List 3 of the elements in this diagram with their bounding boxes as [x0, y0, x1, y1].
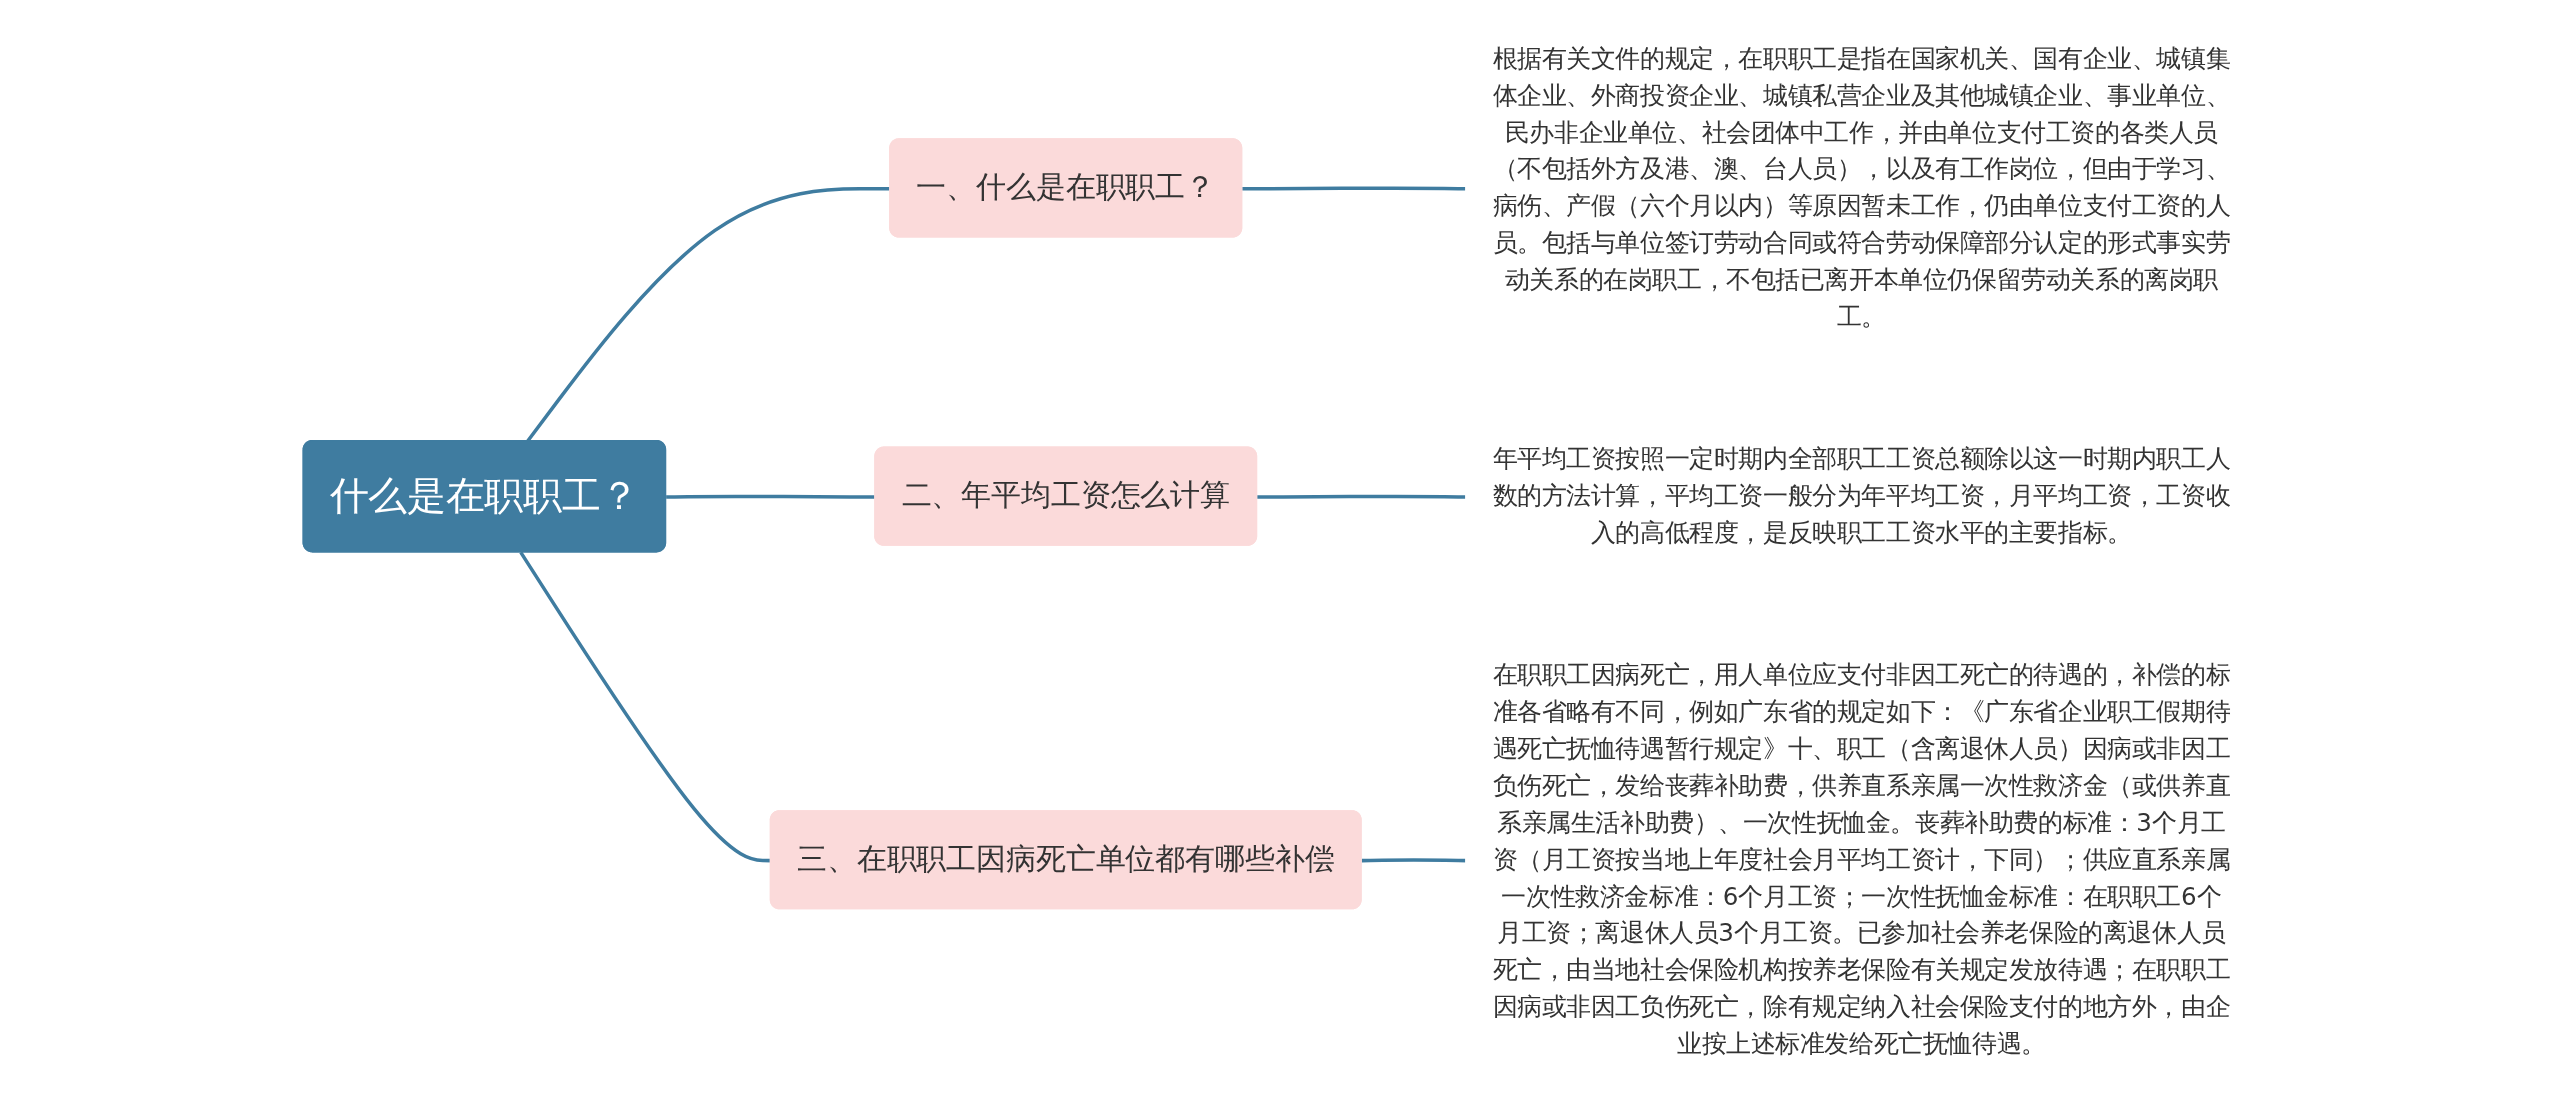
node-text: 在职职工因病死亡，用人单位应支付非因工死亡的待遇的，补偿的标准各省略有不同，例如广东省的规定如下：《广东省企业职工假期待遇死亡抚恤待遇暂行规定》十、职工（含离退休人员）因病或非因工负伤死亡，发给丧葬补助费，供养直系亲属一次性救济金（或供养直系亲属生活补助费）、一次性抚恤金。丧葬补助费的标准：3个月工资（月工资按当地上年度社会月平均工资计，下同）；供应直系亲属一次性救济金标准：6个月工资；一次性抚恤金标准：在职职工6个月工资；离退休人员3个月工资。已参加社会养老保险的离退休人员死亡，由当地社会保险机构按养老保险有关规定发放待遇；在职职工因病或非因工负伤死亡，除有规定纳入社会保险支付的地方外，由企业按上述标准发给死亡抚恤待遇。	[1492, 660, 2231, 1058]
node-text: 年平均工资按照一定时期内全部职工工资总额除以这一时期内职工人数的方法计算，平均工资一般分为年平均工资，月平均工资，工资收入的高低程度，是反映职工工资水平的主要指标。	[1492, 444, 2231, 547]
node-text: 根据有关文件的规定，在职职工是指在国家机关、国有企业、城镇集体企业、外商投资企业、城镇私营企业及其他城镇企业、事业单位、民办非企业单位、社会团体中工作，并由单位支付工资的各类人员（不包括外方及港、澳、台人员），以及有工作岗位，但由于学习、病伤、产假（六个月以内）等原因暂未工作，仍由单位支付工资的人员。包括与单位签订劳动合同或符合劳动保障部分认定的形式事实劳动关系的在岗职工，不包括已离开本单位仍保留劳动关系的离岗职工。	[1492, 43, 2231, 331]
